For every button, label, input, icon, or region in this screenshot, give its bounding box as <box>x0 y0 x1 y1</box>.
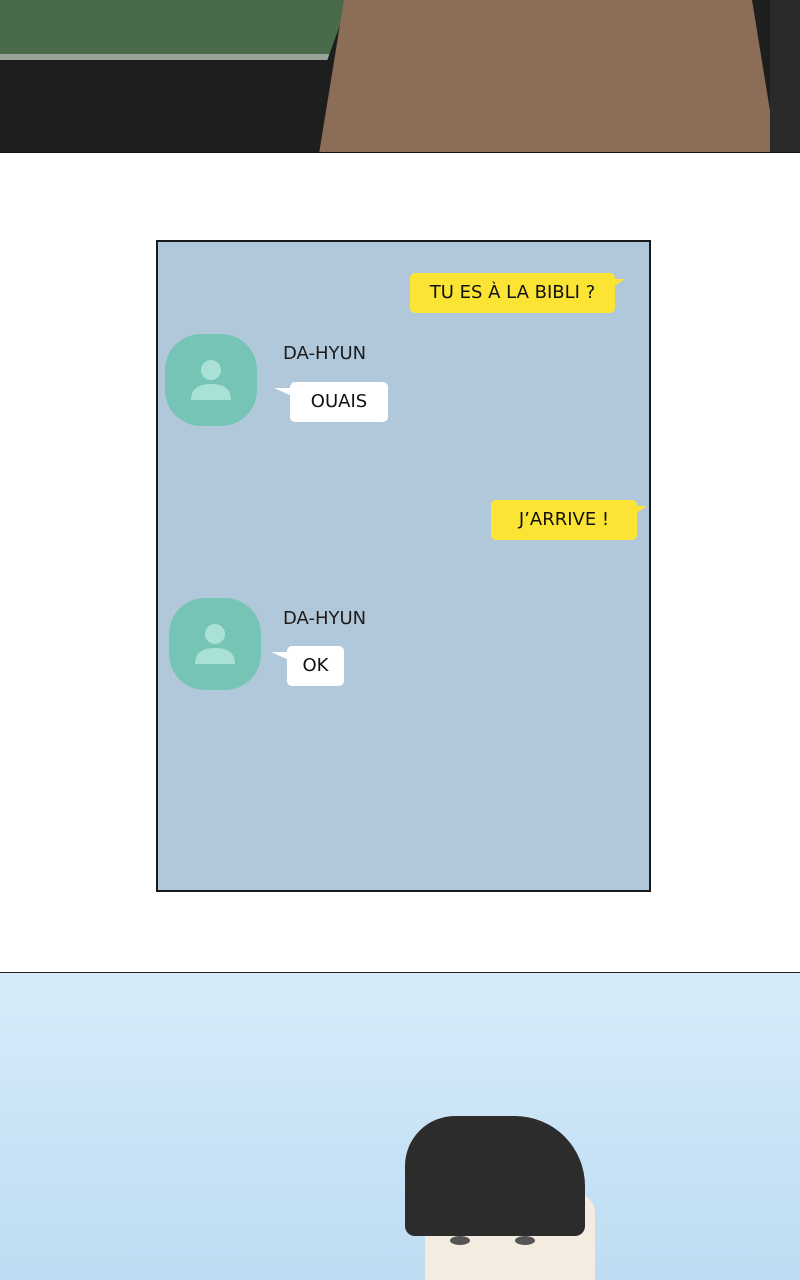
avatar <box>165 334 257 426</box>
character-coat <box>318 0 778 152</box>
eye <box>515 1236 535 1245</box>
message-bubble-sent: J’ARRIVE ! <box>491 500 647 540</box>
comic-panel-bottom <box>0 972 800 1280</box>
eyebrow <box>440 1223 480 1228</box>
user-icon <box>191 360 231 400</box>
message-bubble-sent: TU ES À LA BIBLI ? <box>410 273 625 313</box>
eyebrow <box>505 1223 550 1228</box>
message-bubble-received: OK <box>271 646 344 686</box>
chat-screen: TU ES À LA BIBLI ? DA-HYUN OUAIS J’ARRIV… <box>156 240 651 892</box>
comic-panel-top <box>0 0 800 153</box>
lawn-scenery <box>0 0 353 60</box>
wall-scenery <box>770 0 800 152</box>
message-bubble-received: OUAIS <box>274 382 388 422</box>
sender-name: DA-HYUN <box>283 608 367 629</box>
avatar <box>169 598 261 690</box>
eye <box>450 1236 470 1245</box>
sender-name: DA-HYUN <box>283 343 367 364</box>
user-icon <box>195 624 235 664</box>
character-hair <box>405 1116 585 1236</box>
